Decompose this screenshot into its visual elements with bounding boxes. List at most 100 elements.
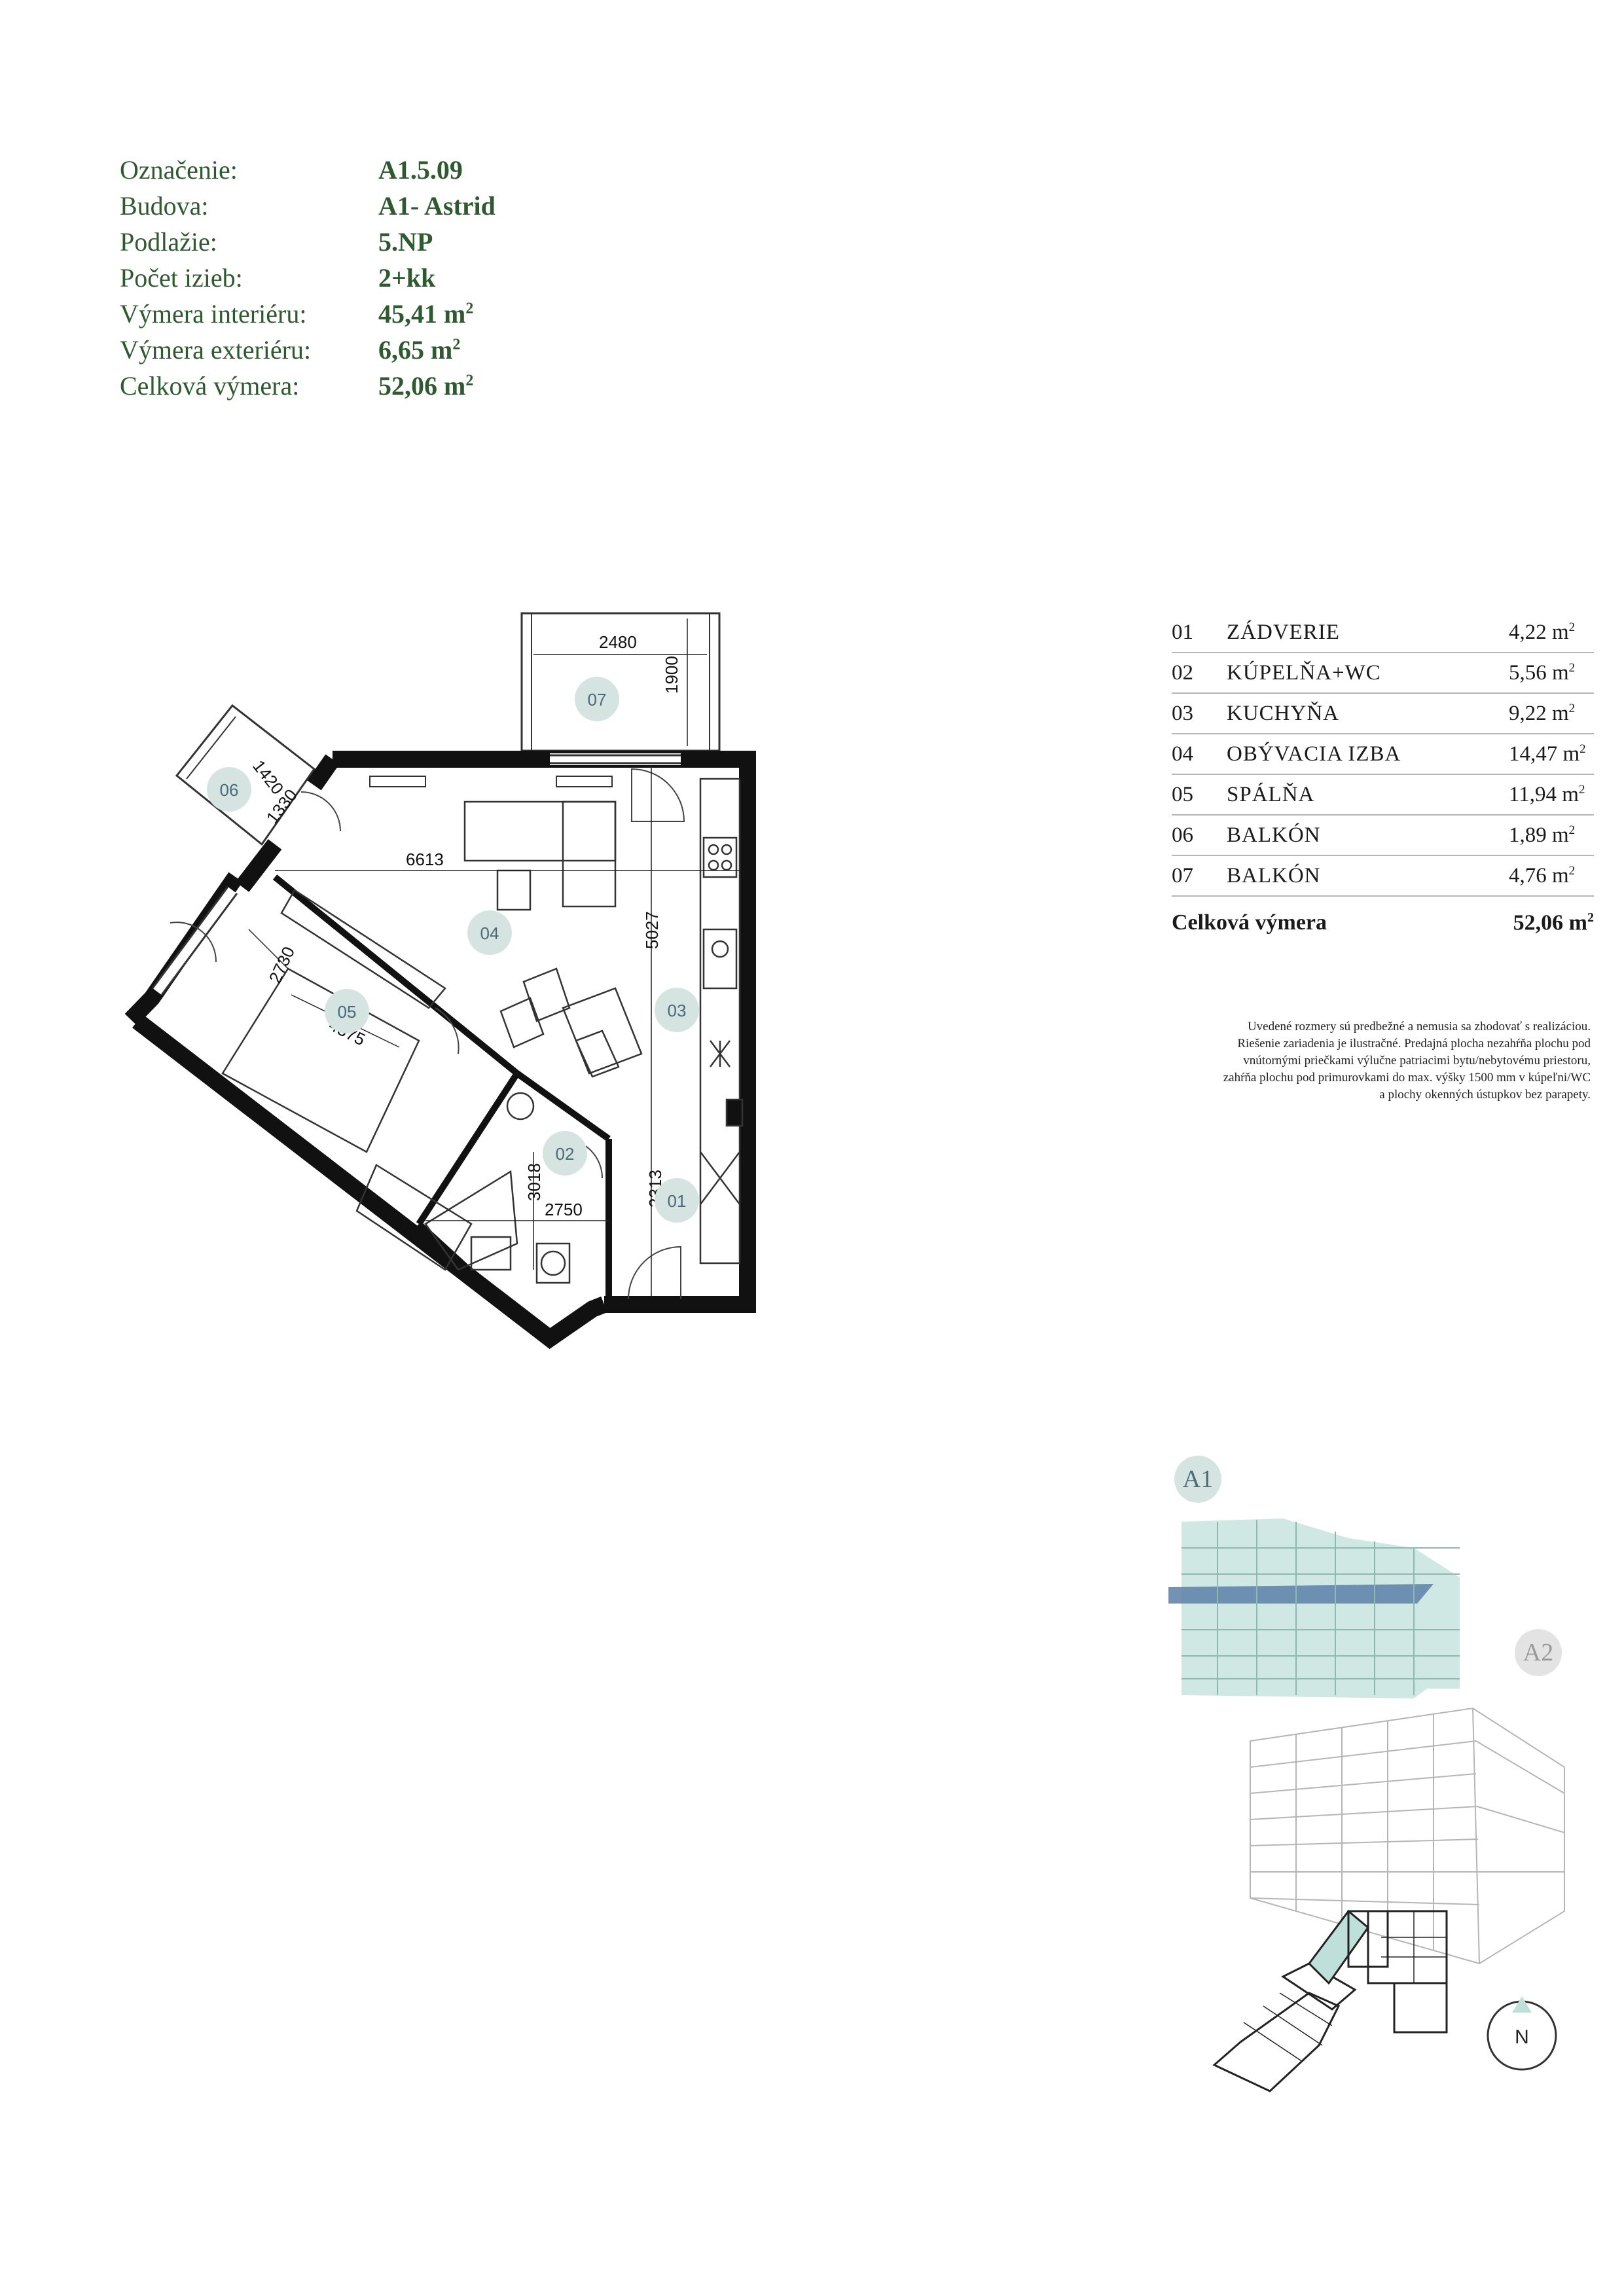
- living-furniture: [463, 800, 643, 1078]
- info-value: 5.NP: [378, 227, 433, 257]
- info-row-interior-area: Výmera interiéru: 45,41 m2: [120, 296, 496, 332]
- balcony-06: [175, 704, 316, 846]
- room-name: SPÁLŇA: [1227, 782, 1315, 806]
- info-row-building: Budova: A1- Astrid: [120, 188, 496, 224]
- info-label: Celková výmera:: [120, 371, 300, 401]
- bedroom-furniture: [221, 889, 473, 1271]
- info-row-designation: Označenie: A1.5.09: [120, 152, 496, 188]
- total-value: 52,06 m2: [1513, 910, 1594, 935]
- unit-superscript: 2: [1568, 823, 1576, 837]
- room-row: 02 KÚPELŇA+WC 5,56 m2: [1172, 653, 1594, 694]
- room-row: 07 BALKÓN 4,76 m2: [1172, 856, 1594, 897]
- info-value: 6,65 m2: [378, 334, 460, 365]
- room-number: 03: [1172, 701, 1193, 725]
- room-area: 9,22 m2: [1509, 702, 1594, 726]
- disclaimer-line: vnútornými priečkami výlučne patriacimi …: [1243, 1054, 1591, 1067]
- info-row-floor: Podlažie: 5.NP: [120, 224, 496, 260]
- kitchen-counter: [699, 778, 744, 1265]
- room-tag-04: 04: [480, 924, 499, 943]
- info-value: A1.5.09: [378, 155, 463, 185]
- unit-superscript: 2: [1579, 742, 1586, 756]
- unit-superscript: 2: [1587, 910, 1594, 925]
- room-tag-06: 06: [220, 780, 239, 800]
- info-value: 52,06 m2: [378, 370, 473, 401]
- room-total-row: Celková výmera 52,06 m2: [1172, 897, 1594, 949]
- room-tags: 07 06 04 05 03 02 01: [207, 677, 699, 1223]
- room-row: 04 OBÝVACIA IZBA 14,47 m2: [1172, 734, 1594, 775]
- room-number: 07: [1172, 863, 1193, 888]
- info-label: Podlažie:: [120, 227, 217, 257]
- room-area: 4,22 m2: [1509, 620, 1594, 645]
- info-value: A1- Astrid: [378, 191, 496, 221]
- building-a2-illustration: [1250, 1707, 1565, 1965]
- area-value: 1,89 m: [1509, 823, 1569, 847]
- building-illustrations: A1 A2: [1168, 1456, 1565, 2092]
- area-value: 11,94 m: [1509, 782, 1579, 806]
- info-label: Označenie:: [120, 155, 238, 185]
- dim-balcony-07-width: 2480: [599, 632, 637, 652]
- dim-balcony-07-depth: 1900: [662, 656, 681, 694]
- dim-bathroom-depth: 3018: [524, 1163, 544, 1201]
- room-area-table: 01 ZÁDVERIE 4,22 m2 02 KÚPELŇA+WC 5,56 m…: [1172, 613, 1594, 949]
- room-name: BALKÓN: [1227, 863, 1321, 888]
- building-a2-label: A2: [1523, 1639, 1553, 1666]
- unit-superscript: 2: [1578, 782, 1585, 797]
- room-area: 4,76 m2: [1509, 864, 1594, 888]
- area-value: 5,56 m: [1509, 660, 1569, 685]
- info-value: 2+kk: [378, 263, 436, 293]
- dim-kitchen-length: 5027: [642, 911, 662, 949]
- disclaimer-line: a plochy okenných ústupkov bez parapety.: [1379, 1088, 1591, 1102]
- unit-superscript: 2: [452, 336, 461, 353]
- room-tag-03: 03: [668, 1001, 687, 1020]
- unit-superscript: 2: [1568, 701, 1576, 715]
- room-number: 05: [1172, 782, 1193, 806]
- room-area: 14,47 m2: [1509, 742, 1594, 766]
- room-area: 11,94 m2: [1509, 783, 1594, 807]
- room-number: 04: [1172, 742, 1193, 766]
- compass: N: [1487, 1996, 1557, 2071]
- compass-north-label: N: [1515, 2026, 1529, 2048]
- area-value: 4,22 m: [1509, 620, 1569, 644]
- area-value: 52,06 m: [1513, 910, 1587, 935]
- area-value: 14,47 m: [1509, 742, 1580, 766]
- floor-plan: 2480 1900 1420 1330 6613 5027 2730 4375 …: [124, 612, 756, 1350]
- disclaimer-line: Uvedené rozmery sú predbežné a nemusia s…: [1247, 1020, 1591, 1033]
- info-label: Výmera interiéru:: [120, 299, 307, 329]
- info-label: Počet izieb:: [120, 263, 243, 293]
- room-number: 02: [1172, 660, 1193, 685]
- room-name: KUCHYŇA: [1227, 701, 1339, 725]
- room-row: 06 BALKÓN 1,89 m2: [1172, 816, 1594, 856]
- area-value: 4,76 m: [1509, 863, 1569, 888]
- building-a1-illustration: [1168, 1518, 1460, 1698]
- room-row: 03 KUCHYŇA 9,22 m2: [1172, 694, 1594, 734]
- disclaimer-note: Uvedené rozmery sú predbežné a nemusia s…: [1165, 1018, 1591, 1103]
- info-value: 45,41 m2: [378, 298, 473, 329]
- room-row: 05 SPÁLŇA 11,94 m2: [1172, 775, 1594, 816]
- doors: [170, 768, 685, 1300]
- area-value: 52,06 m: [378, 371, 466, 401]
- info-row-total-area: Celková výmera: 52,06 m2: [120, 368, 496, 404]
- room-row: 01 ZÁDVERIE 4,22 m2: [1172, 613, 1594, 653]
- room-name: KÚPELŇA+WC: [1227, 660, 1381, 685]
- room-name: BALKÓN: [1227, 823, 1321, 847]
- unit-superscript: 2: [1568, 620, 1576, 634]
- room-name: ZÁDVERIE: [1227, 620, 1340, 644]
- dim-living-width: 6613: [406, 850, 444, 869]
- info-label: Budova:: [120, 191, 209, 221]
- unit-superscript: 2: [1568, 660, 1576, 675]
- unit-info-block: Označenie: A1.5.09 Budova: A1- Astrid Po…: [120, 152, 496, 404]
- info-label: Výmera exteriéru:: [120, 335, 312, 365]
- room-area: 1,89 m2: [1509, 823, 1594, 848]
- room-name: OBÝVACIA IZBA: [1227, 742, 1401, 766]
- interior-walls: [272, 874, 612, 1299]
- area-value: 6,65 m: [378, 335, 453, 365]
- dim-bathroom-width: 2750: [545, 1200, 583, 1219]
- disclaimer-line: zahŕňa plochu pod primurovkami do max. v…: [1223, 1071, 1591, 1085]
- unit-superscript: 2: [465, 372, 474, 389]
- hatch-marks: [369, 776, 613, 787]
- room-tag-05: 05: [338, 1002, 357, 1022]
- area-value: 45,41 m: [378, 299, 466, 329]
- room-number: 01: [1172, 620, 1193, 644]
- site-plan: [1212, 1909, 1448, 2092]
- windows: [151, 753, 681, 996]
